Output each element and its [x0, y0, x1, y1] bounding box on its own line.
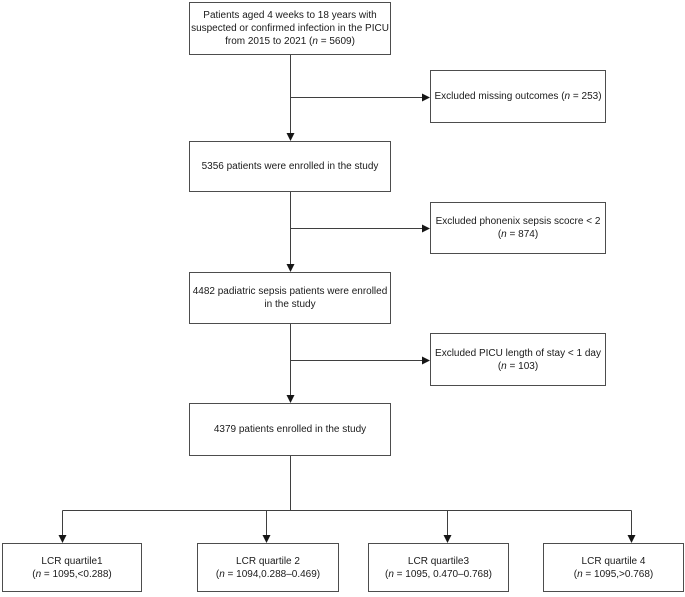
box-text-line: LCR quartile 2: [216, 555, 320, 568]
text-segment: 5356 patients were enrolled in the study: [201, 161, 379, 172]
box-eligible-patients: Patients aged 4 weeks to 18 years with su…: [189, 2, 391, 55]
text-segment: (: [573, 568, 578, 580]
text-segment: from 2015 to 2021 (: [225, 36, 313, 47]
box-enrolled-5356: 5356 patients were enrolled in the study: [189, 141, 391, 192]
box-enrolled-4482: 4482 padiatric sepsis patients were enro…: [189, 272, 391, 324]
box-text-line: in the study: [193, 298, 388, 311]
text-segment: = 1095, 0.470–0.768): [393, 568, 493, 580]
text-segment: = 5609): [317, 36, 355, 47]
text-segment: LCR quartile1: [41, 555, 103, 567]
n-symbol: n: [219, 568, 225, 580]
text-segment: in the study: [264, 299, 316, 310]
text-segment: Excluded PICU length of stay < 1 day: [435, 347, 601, 359]
arrowhead-into-quartile-1: [58, 535, 67, 543]
box-excluded-picu-los: Excluded PICU length of stay < 1 day(n =…: [430, 333, 606, 386]
text-segment: (: [497, 229, 502, 240]
arrowhead-into-missing-outcomes: [422, 93, 430, 102]
n-symbol: n: [577, 568, 583, 580]
text-segment: = 103): [506, 360, 539, 372]
box-text: Excluded PICU length of stay < 1 day(n =…: [435, 347, 601, 373]
text-segment: Excluded phonenix sepsis scocre < 2: [435, 216, 601, 227]
box-enrolled-4379: 4379 patients enrolled in the study: [189, 403, 391, 456]
arrowhead-into-quartile-3: [443, 535, 452, 543]
text-segment: = 253): [570, 91, 602, 102]
box-text-line: 4482 padiatric sepsis patients were enro…: [193, 285, 388, 298]
box-text-line: LCR quartile1: [32, 555, 112, 568]
box-text: 4482 padiatric sepsis patients were enro…: [193, 285, 388, 311]
text-segment: LCR quartile 2: [236, 555, 300, 567]
box-text: Excluded missing outcomes (n = 253): [434, 90, 601, 103]
arrowhead-into-phoenix-score: [422, 224, 430, 233]
text-segment: = 1095,>0.768): [582, 568, 654, 580]
arrowhead-into-quartile-4: [627, 535, 636, 543]
box-text-line: Excluded missing outcomes (n = 253): [434, 90, 601, 103]
n-symbol: n: [312, 36, 318, 47]
box-lcr-quartile-1: LCR quartile1(n = 1095,<0.288): [2, 543, 142, 592]
box-text-line: (n = 103): [435, 360, 601, 373]
text-segment: (: [215, 568, 220, 580]
arrowhead-into-4482: [286, 264, 295, 272]
box-text-line: (n = 1095, 0.470–0.768): [385, 568, 492, 581]
n-symbol: n: [501, 360, 507, 372]
arrowhead-into-picu-los: [422, 356, 430, 365]
box-text-line: 4379 patients enrolled in the study: [214, 423, 366, 436]
n-symbol: n: [388, 568, 394, 580]
box-text-line: Excluded PICU length of stay < 1 day: [435, 347, 601, 360]
text-segment: suspected or confirmed infection in the …: [191, 23, 389, 34]
text-segment: Excluded missing outcomes (: [434, 91, 565, 102]
box-text: LCR quartile1(n = 1095,<0.288): [32, 555, 112, 581]
box-excluded-missing-outcomes: Excluded missing outcomes (n = 253): [430, 70, 606, 123]
box-text: Excluded phonenix sepsis scocre < 2(n = …: [436, 215, 601, 241]
text-segment: = 874): [506, 229, 539, 240]
text-segment: LCR quartile3: [407, 555, 470, 567]
text-segment: 4379 patients enrolled in the study: [213, 424, 367, 435]
box-text-line: (n = 1094,0.288–0.469): [216, 568, 320, 581]
box-text-line: (n = 1095,>0.768): [574, 568, 654, 581]
text-segment: 4482 padiatric sepsis patients were enro…: [192, 286, 388, 297]
text-segment: = 1095,<0.288): [41, 568, 112, 580]
box-text: LCR quartile3(n = 1095, 0.470–0.768): [385, 555, 492, 581]
arrowhead-into-5356: [286, 133, 295, 141]
box-text-line: suspected or confirmed infection in the …: [191, 22, 389, 35]
box-text: LCR quartile 2(n = 1094,0.288–0.469): [216, 555, 320, 581]
n-symbol: n: [564, 91, 571, 102]
text-segment: Patients aged 4 weeks to 18 years with: [203, 10, 377, 21]
text-segment: (: [497, 360, 502, 372]
box-lcr-quartile-4: LCR quartile 4(n = 1095,>0.768): [543, 543, 684, 592]
box-text-line: Excluded phonenix sepsis scocre < 2: [436, 215, 601, 228]
n-symbol: n: [35, 568, 42, 580]
box-text-line: (n = 874): [436, 228, 601, 241]
box-text-line: from 2015 to 2021 (n = 5609): [191, 35, 389, 48]
text-segment: (: [32, 568, 36, 580]
box-text-line: LCR quartile3: [385, 555, 492, 568]
arrowhead-into-quartile-2: [262, 535, 271, 543]
text-segment: (: [384, 568, 389, 580]
box-text-line: (n = 1095,<0.288): [32, 568, 112, 581]
box-text-line: 5356 patients were enrolled in the study: [202, 160, 379, 173]
box-text: LCR quartile 4(n = 1095,>0.768): [574, 555, 654, 581]
box-text-line: LCR quartile 4: [574, 555, 654, 568]
box-text: 5356 patients were enrolled in the study: [202, 160, 379, 173]
box-text-line: Patients aged 4 weeks to 18 years with: [191, 9, 389, 22]
box-excluded-phoenix-score: Excluded phonenix sepsis scocre < 2(n = …: [430, 202, 606, 254]
box-lcr-quartile-2: LCR quartile 2(n = 1094,0.288–0.469): [197, 543, 339, 592]
arrowhead-into-4379: [286, 395, 295, 403]
text-segment: LCR quartile 4: [581, 555, 646, 567]
box-lcr-quartile-3: LCR quartile3(n = 1095, 0.470–0.768): [368, 543, 509, 592]
n-symbol: n: [501, 229, 507, 240]
box-text: 4379 patients enrolled in the study: [214, 423, 366, 436]
text-segment: = 1094,0.288–0.469): [224, 568, 321, 580]
box-text: Patients aged 4 weeks to 18 years with su…: [191, 9, 389, 48]
